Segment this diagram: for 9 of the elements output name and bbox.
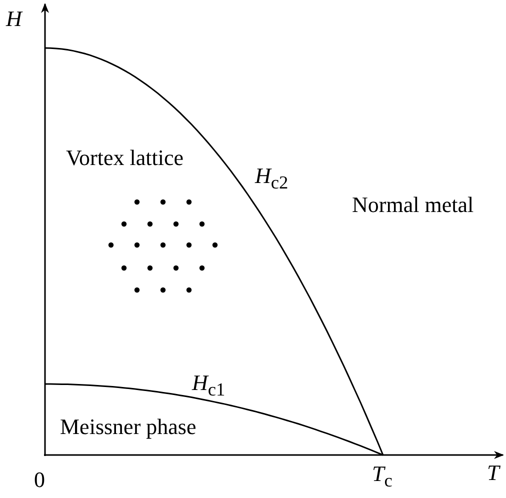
curve-label: H$_{c1}$ [192, 372, 226, 399]
axis-label: H [6, 8, 22, 30]
region-label: Meissner phase [60, 416, 196, 438]
region-label: Normal metal [352, 194, 474, 216]
axis-label: T [487, 462, 500, 484]
tick-label: 0 [34, 469, 45, 491]
region-label: Vortex lattice [66, 147, 184, 169]
tick-label: T$_{c}$ [372, 463, 392, 490]
curve-label: H$_{c2}$ [255, 165, 288, 192]
